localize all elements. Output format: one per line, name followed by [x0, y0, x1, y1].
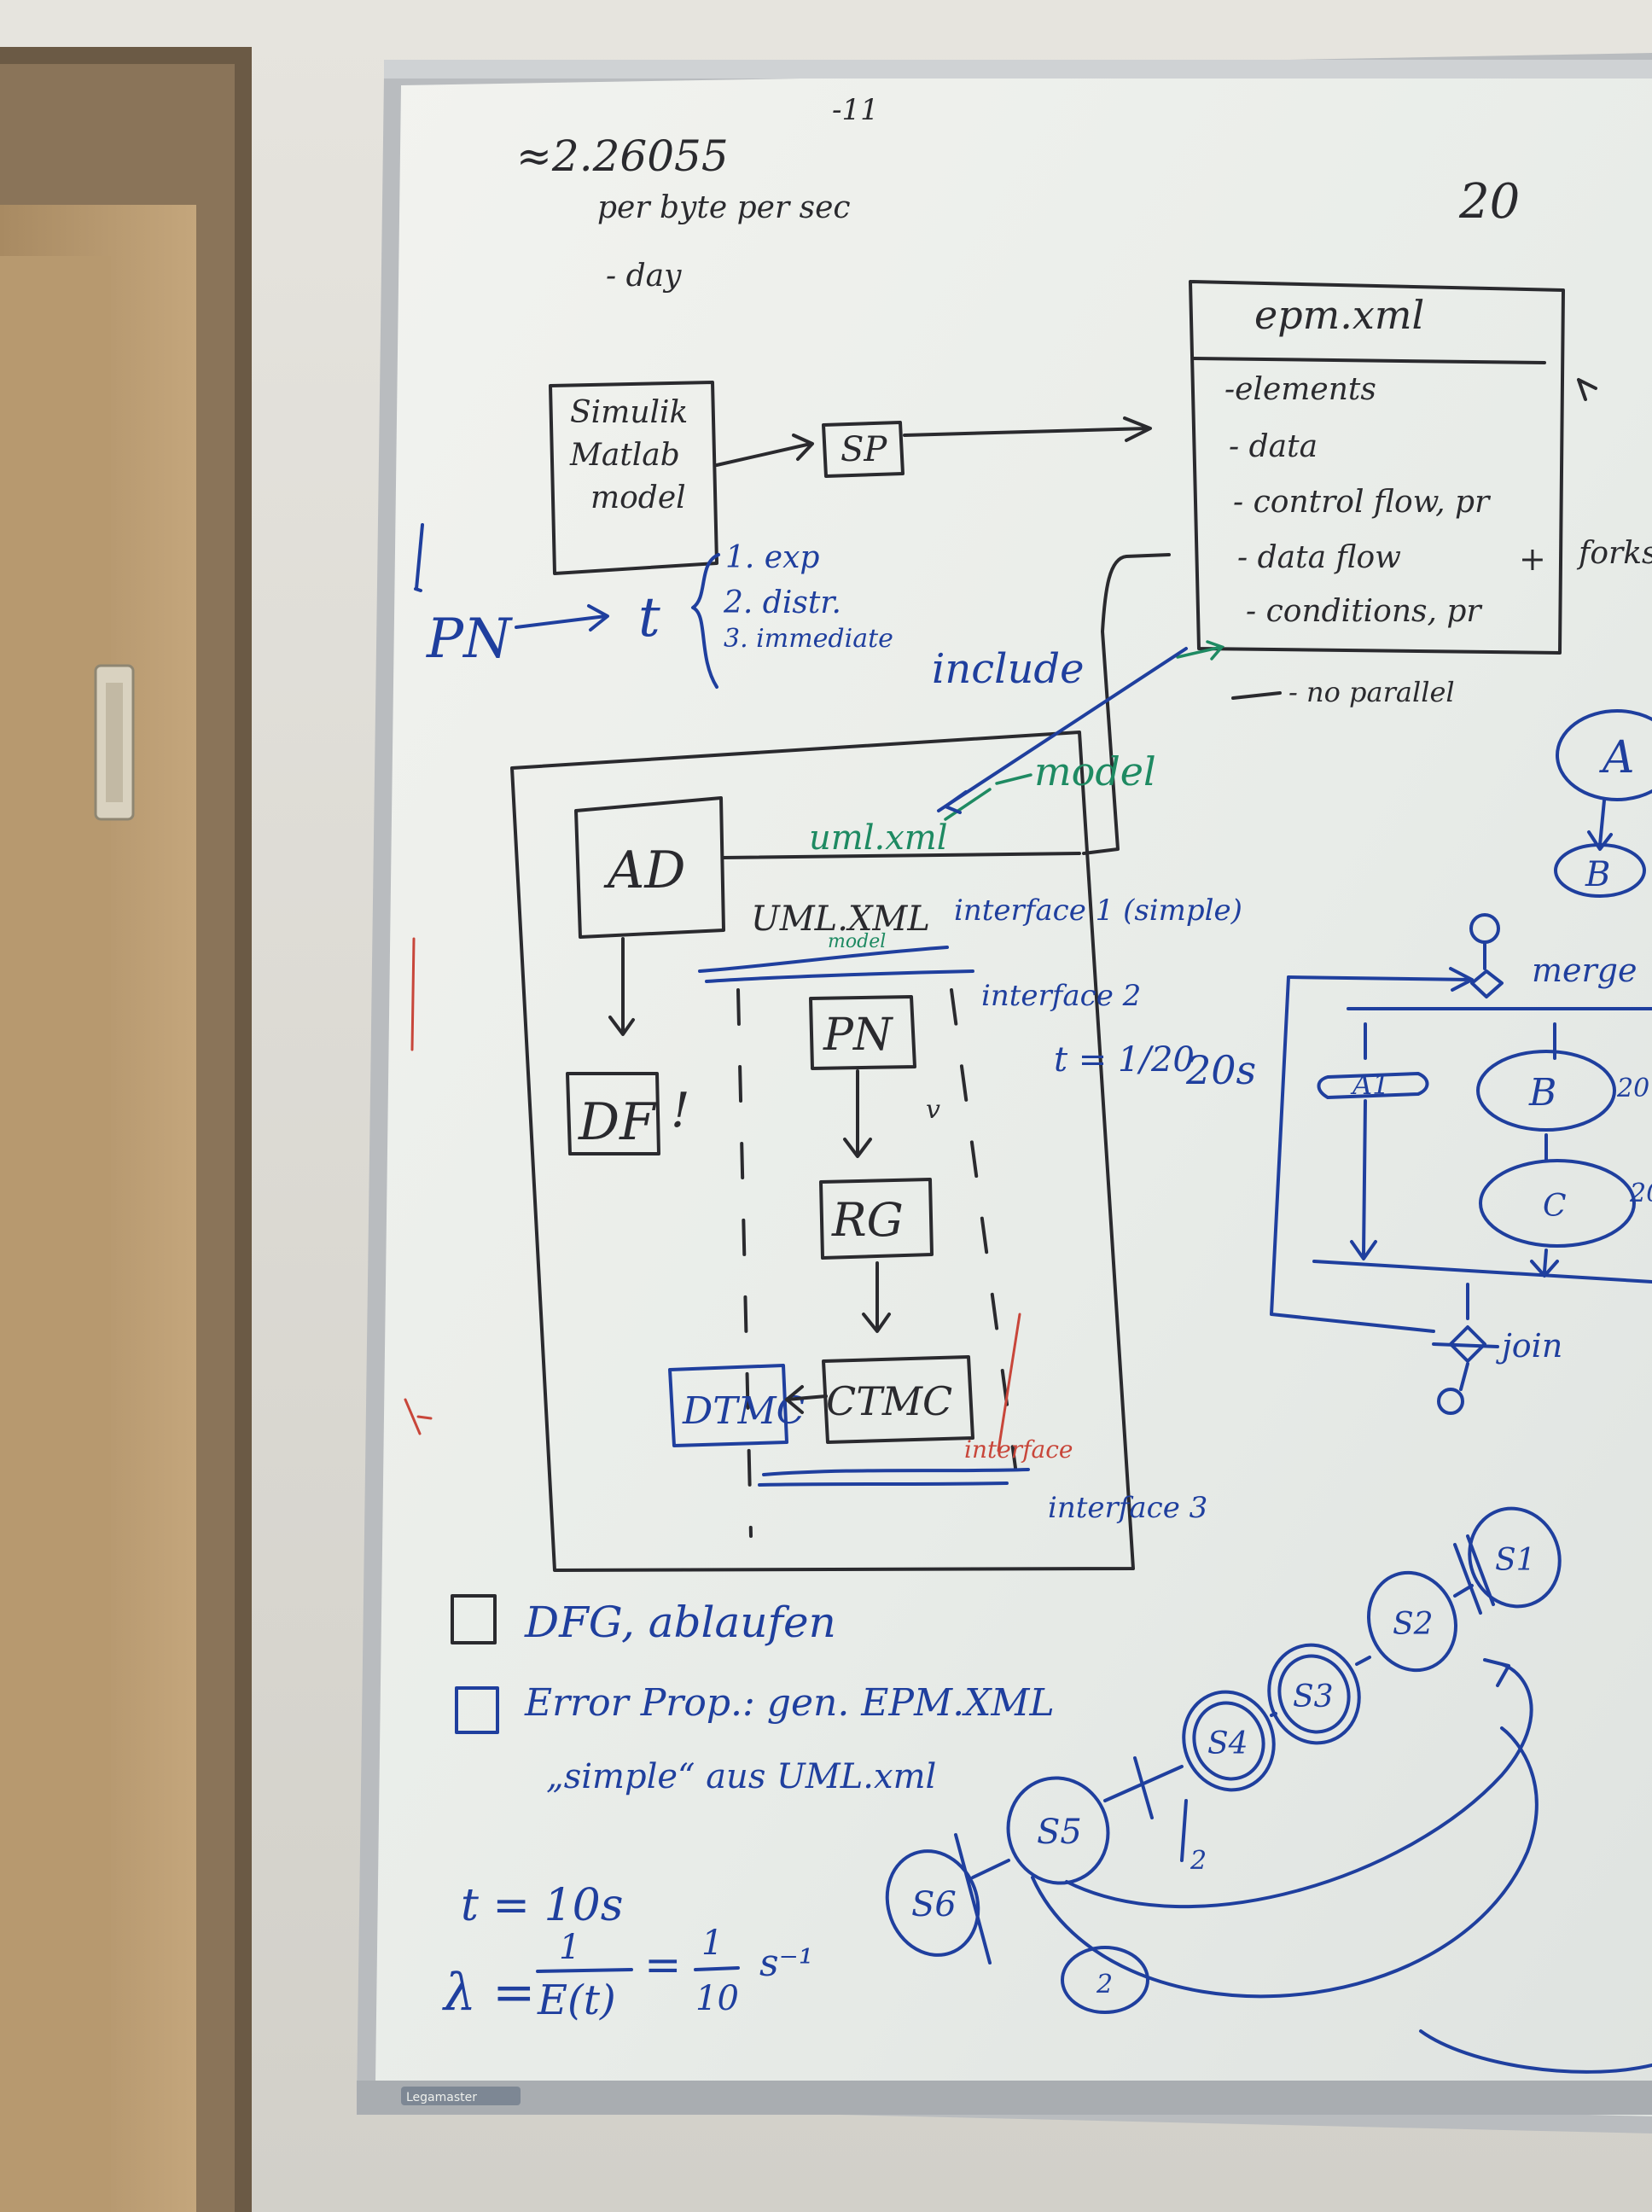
uml-xml-green: uml.xml [809, 818, 947, 858]
twenty-s-label: 20s [1185, 1047, 1256, 1093]
epm-item-data-flow: - data flow [1237, 540, 1401, 575]
state-s1: S1 [1495, 1543, 1536, 1578]
epm-box: epm.xml -elements - data - control flow,… [1189, 280, 1652, 708]
formula-frac1-den: E(t) [537, 1976, 616, 2024]
rg-label: RG [831, 1193, 904, 1247]
interface-red-label: interface [964, 1435, 1073, 1464]
sp-label: SP [841, 430, 887, 469]
interface1-label: interface 1 (simple) [954, 894, 1242, 928]
right-a-label: A [1599, 732, 1635, 783]
simulink-line1: Simulik [570, 395, 688, 430]
formula-t: t = 10s [461, 1880, 623, 1931]
rate-note: ≈2.26055 [516, 131, 729, 181]
state-note-2: 2 [1190, 1846, 1207, 1876]
checklist-item-1: DFG, ablaufen [524, 1598, 836, 1647]
simulink-line3: model [590, 480, 686, 515]
join-label: join [1496, 1327, 1562, 1365]
right-b-label: B [1585, 855, 1610, 894]
formula-eq: = [644, 1940, 682, 1991]
check-mark: v [926, 1095, 940, 1125]
dtmc-label: DTMC [682, 1389, 805, 1433]
formula-frac2-num: 1 [701, 1924, 723, 1963]
include-label: include [932, 645, 1085, 693]
right-a1-label: A1 [1350, 1068, 1389, 1101]
df-exclamation: ! [671, 1083, 690, 1138]
state-s2: S2 [1393, 1607, 1434, 1642]
whiteboard-tray [357, 2081, 1652, 2115]
formula-frac1-num: 1 [559, 1928, 580, 1967]
right-side2-label: 20 [1629, 1179, 1652, 1208]
checklist-item-2: Error Prop.: gen. EPM.XML [524, 1681, 1055, 1725]
t-eq-label: t = 1/20 [1054, 1040, 1195, 1080]
pn-list-2: 2. distr. [723, 585, 841, 620]
state-s3: S3 [1293, 1679, 1334, 1714]
pn-note-pn: PN [426, 608, 513, 671]
merge-label: merge [1532, 952, 1637, 989]
state-s6: S6 [911, 1885, 957, 1924]
right-side1-label: 20 [1616, 1074, 1649, 1103]
state-s5: S5 [1037, 1813, 1082, 1852]
epm-no-parallel: - no parallel [1288, 676, 1455, 708]
brand-text: Legamaster [406, 2091, 477, 2104]
checklist: DFG, ablaufen Error Prop.: gen. EPM.XML … [451, 1594, 1055, 1796]
model-small-label: model [828, 931, 886, 952]
pn-note-t: t [638, 586, 660, 649]
state-s4: S4 [1207, 1726, 1248, 1761]
whiteboard: Legamaster [357, 53, 1652, 2133]
pn-list-3: 3. immediate [724, 624, 893, 654]
state-chain: S6 S5 S4 S3 S2 S1 2 2 [885, 1506, 1652, 2074]
formula-unit: s⁻¹ [759, 1941, 813, 1985]
brand-label [401, 2087, 521, 2105]
corner-note: 20 [1458, 174, 1520, 230]
per-byte-note: per byte per sec [597, 190, 851, 225]
top-flow: Simulik Matlab model SP [549, 381, 1152, 575]
epm-item-conditions: - conditions, pr [1246, 594, 1482, 629]
main-box: AD uml.xml model DF ! UML.XML model inte… [404, 640, 1256, 1572]
inner-pn-label: PN [823, 1010, 893, 1061]
epm-plus: + [1519, 540, 1546, 578]
df-label: DF [578, 1092, 657, 1152]
day-note: - day [606, 259, 682, 294]
formulas: t = 10s λ = 1 E(t) = 1 10 s⁻¹ [442, 1880, 813, 2024]
ad-label: AD [603, 841, 685, 900]
pn-note: PN t 1. exp 2. distr. 3. immediate inclu… [414, 523, 1171, 855]
epm-forks: forks [1576, 536, 1652, 571]
top-notes: ≈2.26055 -11 per byte per sec - day 20 [516, 93, 1520, 294]
epm-item-data: - data [1229, 429, 1318, 464]
door [0, 47, 252, 2212]
interface2-label: interface 2 [981, 979, 1141, 1013]
epm-title: epm.xml [1254, 292, 1424, 338]
model-green: model [1034, 748, 1156, 795]
epm-item-control-flow: - control flow, pr [1233, 485, 1491, 520]
dash-note: -11 [832, 93, 879, 127]
pn-list-1: 1. exp [725, 540, 819, 575]
checklist-item-2-line2: „simple“ aus UML.xml [546, 1757, 936, 1796]
formula-lambda: λ = [442, 1963, 535, 2023]
right-b2-label: B [1528, 1071, 1556, 1115]
interface3-label: interface 3 [1048, 1491, 1207, 1525]
ctmc-label: CTMC [826, 1378, 952, 1424]
simulink-line2: Matlab [569, 438, 680, 473]
right-c-label: C [1543, 1189, 1567, 1224]
state-small: 2 [1096, 1970, 1113, 2000]
epm-item-elements: -elements [1224, 372, 1376, 407]
uml-xml-label: UML.XML [751, 899, 930, 939]
formula-frac2-den: 10 [695, 1979, 739, 2018]
right-diagram: A B merge A1 B 20 C 20 join [1270, 709, 1652, 1415]
